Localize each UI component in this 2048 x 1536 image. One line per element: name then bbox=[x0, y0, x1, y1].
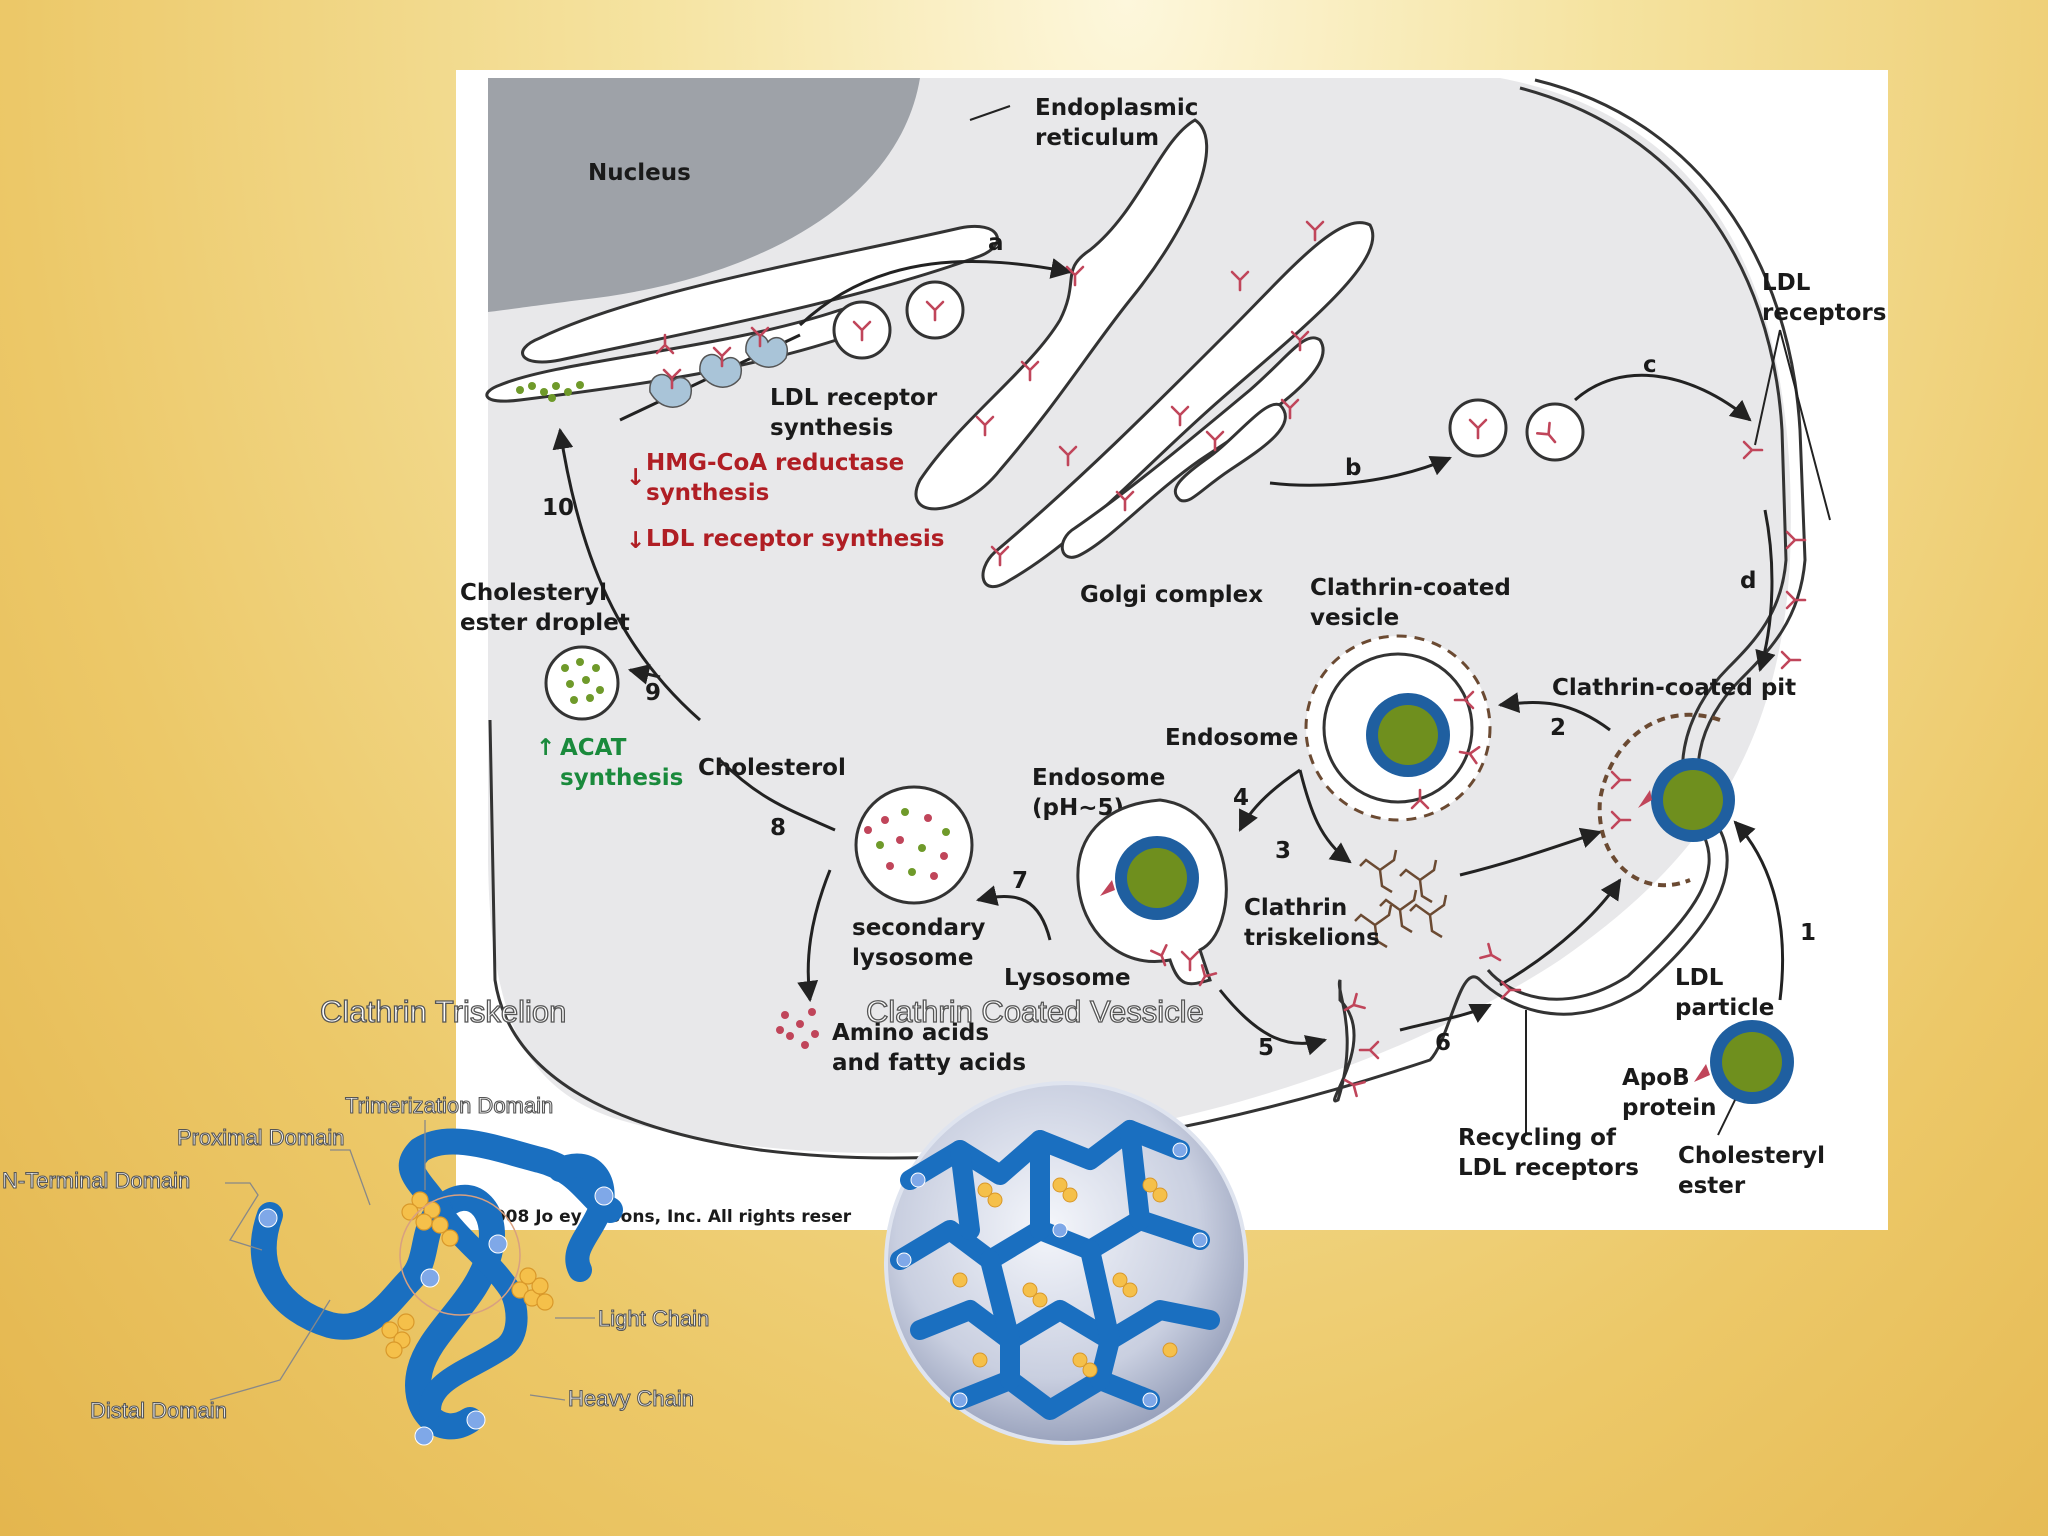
apob-label-1: ApoB bbox=[1622, 1065, 1690, 1091]
step-8: 8 bbox=[770, 815, 786, 841]
up-arrow: ↑ bbox=[536, 735, 555, 761]
endosome-ph-label-1: Endosome bbox=[1032, 765, 1165, 791]
cholesterol-label: Cholesterol bbox=[698, 755, 846, 781]
step-c: c bbox=[1643, 352, 1657, 378]
secondary-lysosome bbox=[854, 785, 974, 905]
step-7: 7 bbox=[1012, 868, 1028, 894]
triskelion-title: Clathrin Triskelion bbox=[320, 994, 566, 1029]
secondary-lysosome-label-2: lysosome bbox=[852, 945, 973, 971]
ldl-receptors-label-1: LDL bbox=[1762, 270, 1811, 296]
ce-droplet bbox=[544, 645, 620, 721]
secondary-lysosome-label-1: secondary bbox=[852, 915, 985, 941]
clathrin-triskelion-structure bbox=[250, 1128, 623, 1446]
step-3: 3 bbox=[1275, 838, 1291, 864]
amino-acids-label-2: and fatty acids bbox=[832, 1050, 1026, 1076]
hmg-coa-label-1: HMG-CoA reductase bbox=[646, 450, 904, 476]
cholesteryl-ester-label-1: Cholesteryl bbox=[1678, 1143, 1825, 1169]
recycling-label-1: Recycling of bbox=[1458, 1125, 1617, 1151]
acat-label-2: synthesis bbox=[560, 765, 683, 791]
ccp-label: Clathrin-coated pit bbox=[1552, 675, 1796, 701]
light-chain-label: Light Chain bbox=[598, 1306, 709, 1331]
ce-droplet-label-2: ester droplet bbox=[460, 610, 630, 636]
er-label-2: reticulum bbox=[1035, 125, 1159, 151]
clathrin-coated-vesicle bbox=[1304, 634, 1492, 822]
ldl-receptors-label-2: receptors bbox=[1762, 300, 1886, 326]
ldl-receptor-synthesis-1: LDL receptor bbox=[770, 385, 938, 411]
down-arrow: ↓ bbox=[626, 465, 645, 491]
er-label-1: Endoplasmic bbox=[1035, 95, 1198, 121]
recycling-vesicle bbox=[1333, 979, 1356, 1103]
nucleus bbox=[488, 78, 920, 312]
proximal-label: Proximal Domain bbox=[177, 1125, 345, 1150]
ldl-particle-label-2: particle bbox=[1675, 995, 1774, 1021]
ccv-label-2: vesicle bbox=[1310, 605, 1399, 631]
golgi-label: Golgi complex bbox=[1080, 582, 1263, 608]
endoplasmic-reticulum bbox=[485, 225, 999, 422]
coated-vesicle-title: Clathrin Coated Vessicle bbox=[866, 994, 1204, 1029]
plasma-membrane bbox=[488, 78, 1807, 1160]
ccv-label-1: Clathrin-coated bbox=[1310, 575, 1511, 601]
n-terminal-label: N-Terminal Domain bbox=[2, 1168, 190, 1193]
trimerization-label: Trimerization Domain bbox=[345, 1093, 553, 1118]
ldl-particle-label-1: LDL bbox=[1675, 965, 1724, 991]
nucleus-label: Nucleus bbox=[588, 160, 691, 186]
step-9: 9 bbox=[645, 680, 661, 706]
step-2: 2 bbox=[1550, 715, 1566, 741]
copyright-text: 2008 Jo ey & Sons, Inc. All rights reser bbox=[482, 1207, 852, 1227]
step-4: 4 bbox=[1233, 785, 1249, 811]
step-6: 6 bbox=[1435, 1030, 1451, 1056]
cholesteryl-ester-label-2: ester bbox=[1678, 1173, 1746, 1199]
triskelions-label-1: Clathrin bbox=[1244, 895, 1347, 921]
ldl-receptor-synthesis-down: LDL receptor synthesis bbox=[646, 526, 944, 552]
step-a: a bbox=[988, 230, 1004, 256]
ce-droplet-label-1: Cholesteryl bbox=[460, 580, 607, 606]
apob-label-2: protein bbox=[1622, 1095, 1716, 1121]
heavy-chain-label: Heavy Chain bbox=[568, 1386, 694, 1411]
step-b: b bbox=[1345, 455, 1361, 481]
golgi-complex bbox=[914, 118, 1375, 588]
step-d: d bbox=[1740, 568, 1756, 594]
amino-acids-label-1: Amino acids bbox=[832, 1020, 989, 1046]
endosome-label: Endosome bbox=[1165, 725, 1298, 751]
lysosome-label: Lysosome bbox=[1004, 965, 1131, 991]
clathrin-coated-vesicle-sphere bbox=[884, 1081, 1248, 1445]
hmg-coa-label-2: synthesis bbox=[646, 480, 769, 506]
distal-label: Distal Domain bbox=[90, 1398, 227, 1423]
acat-label-1: ACAT bbox=[560, 735, 627, 761]
triskelions-label-2: triskelions bbox=[1244, 925, 1380, 951]
ldl-receptor-synthesis-2: synthesis bbox=[770, 415, 893, 441]
clathrin-coated-pit bbox=[1597, 712, 1721, 888]
step-5: 5 bbox=[1258, 1035, 1274, 1061]
step-1: 1 bbox=[1800, 920, 1816, 946]
step-10: 10 bbox=[542, 495, 574, 521]
recycling-label-2: LDL receptors bbox=[1458, 1155, 1639, 1181]
down-arrow: ↓ bbox=[626, 528, 645, 554]
